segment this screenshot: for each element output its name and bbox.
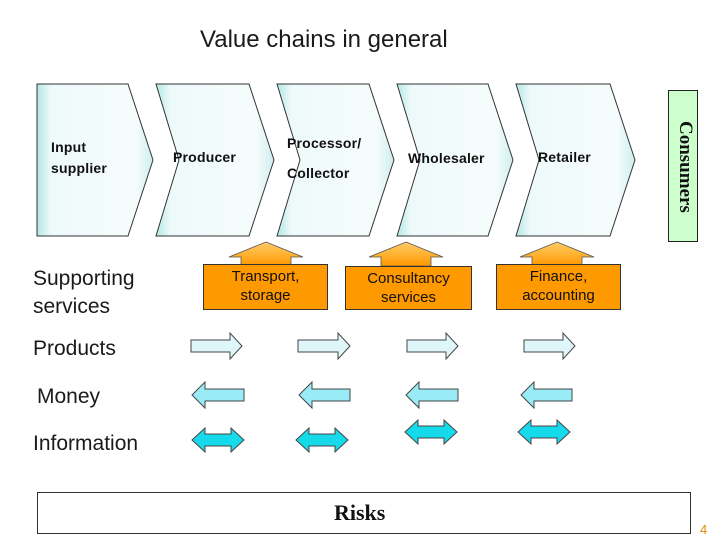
consumers-box: [668, 90, 698, 242]
stage-chevron-processor: [276, 83, 395, 237]
row-label-information: Information: [33, 432, 139, 455]
row-label-money: Money: [37, 385, 101, 408]
products-arrow-1: [190, 331, 243, 361]
service-box-finance: Finance, accounting: [496, 264, 621, 310]
service-label-line: services: [380, 289, 436, 306]
service-label-line: Consultancy: [367, 270, 450, 287]
products-arrow-4: [523, 331, 576, 361]
information-arrow-2: [295, 426, 349, 454]
products-arrow-3: [406, 331, 459, 361]
money-arrow-1: [191, 380, 245, 410]
stage-label-wholesaler: Wholesaler: [408, 148, 485, 169]
up-arrow-consultancy: [368, 241, 444, 267]
information-arrow-3: [404, 418, 458, 446]
stage-label-retailer: Retailer: [538, 147, 591, 168]
row-label-line: services: [33, 295, 111, 318]
service-label-line: accounting: [522, 287, 595, 304]
products-arrow-2: [297, 331, 351, 361]
up-arrow-finance: [519, 241, 595, 267]
stage-chevron-wholesaler: [396, 83, 514, 237]
page-title: Value chains in general: [200, 26, 448, 53]
service-label-line: Finance,: [529, 268, 588, 285]
stage-chevron-retailer: [515, 83, 636, 237]
stage-label-input-supplier: Input supplier: [51, 137, 107, 179]
stage-label-line: Wholesaler: [408, 150, 485, 166]
information-arrow-1: [191, 426, 245, 454]
money-arrow-4: [520, 380, 573, 410]
service-box-consultancy: Consultancy services: [345, 266, 472, 310]
page-number: 4: [700, 522, 708, 537]
information-arrow-4: [517, 418, 571, 446]
row-label-line: Supporting: [33, 267, 135, 290]
stage-label-line: Retailer: [538, 149, 591, 165]
row-label-supporting-services: Supporting services: [33, 265, 135, 321]
service-label-line: Transport,: [231, 268, 300, 285]
service-box-transport: Transport, storage: [203, 264, 328, 310]
stage-label-line: Processor/: [287, 135, 362, 151]
risks-box: [37, 492, 691, 534]
money-arrow-3: [405, 380, 459, 410]
stage-chevron-producer: [155, 83, 275, 237]
service-label-line: storage: [240, 287, 291, 304]
money-arrow-2: [298, 380, 351, 410]
risks-label: Risks: [334, 500, 386, 525]
stage-label-line: Producer: [173, 149, 237, 165]
stage-label-processor: Processor/ Collector: [287, 133, 361, 193]
stage-label-producer: Producer: [173, 147, 236, 168]
up-arrow-transport: [228, 241, 304, 267]
stage-chevron-input-supplier: [36, 83, 154, 237]
stage-label-line: supplier: [51, 160, 108, 176]
stage-label-line: Collector: [287, 165, 350, 181]
stage-label-line: Input: [51, 139, 87, 155]
row-label-products: Products: [33, 337, 116, 360]
consumers-label: Consumers: [675, 120, 696, 213]
